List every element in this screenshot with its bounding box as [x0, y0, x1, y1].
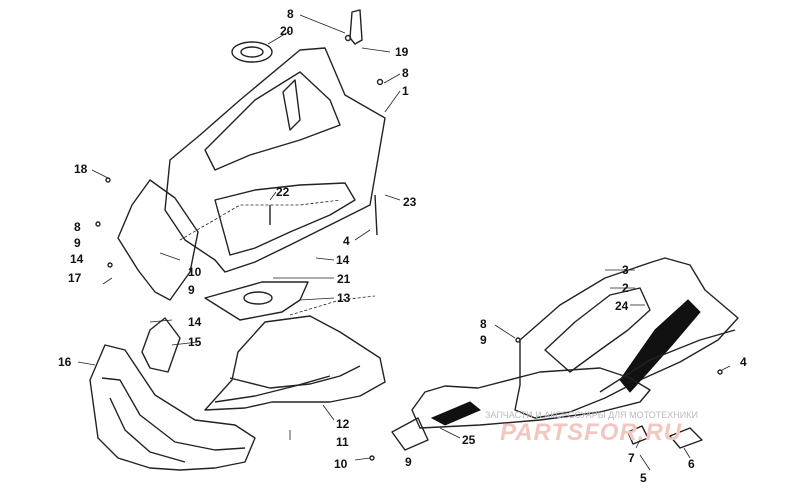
callout-label: 5 [640, 471, 647, 485]
callout-label: 25 [462, 433, 476, 447]
callout-label: 9 [480, 333, 487, 347]
fasteners [95, 34, 723, 461]
callout-label: 19 [395, 45, 409, 59]
callout-label: 17 [68, 271, 82, 285]
callout-label: 8 [480, 317, 487, 331]
callout-label: 6 [688, 457, 695, 471]
leader-lines [77, 14, 731, 471]
callout-label: 3 [622, 263, 629, 277]
ring-part [231, 41, 273, 63]
watermark: PARTSFOR.RU ЗАПЧАСТИ И АКСЕССУАРЫ ДЛЯ МО… [485, 410, 698, 446]
callout-label: 15 [188, 335, 202, 349]
callout-label: 2 [622, 281, 629, 295]
guard-part [141, 317, 181, 373]
callout-label: 14 [336, 253, 350, 267]
front-bumper-part [89, 344, 256, 471]
callout-label: 13 [337, 291, 351, 305]
callout-label: 1 [402, 84, 409, 98]
callout-label: 18 [74, 162, 88, 176]
callout-label: 7 [628, 451, 635, 465]
clip-part-7 [627, 425, 649, 445]
callout-label: 21 [337, 272, 351, 286]
callout-label: 23 [403, 195, 417, 209]
callout-label: 20 [280, 24, 294, 38]
callout-label: 9 [74, 236, 81, 250]
rear-rail-part [391, 367, 651, 451]
callout-label: 10 [188, 265, 202, 279]
belly-pan-part [204, 295, 386, 411]
callout-label: 11 [336, 435, 349, 449]
callout-label: 4 [343, 234, 350, 248]
watermark-logo: PARTSFOR.RU [500, 419, 682, 446]
illustration [77, 9, 739, 471]
upper-body-panel [164, 47, 386, 273]
callout-label: 10 [334, 457, 348, 471]
bracket-part [349, 9, 363, 45]
callout-label: 14 [188, 315, 202, 329]
callout-label: 24 [615, 299, 629, 313]
left-side-panel [117, 179, 199, 301]
callout-label: 8 [74, 220, 81, 234]
callout-label: 14 [70, 252, 84, 266]
clip-part-6 [669, 427, 703, 449]
callout-labels: 8 20 19 8 1 18 22 23 8 9 14 4 14 10 17 9… [58, 7, 747, 485]
callout-label: 9 [405, 455, 412, 469]
callout-label: 12 [336, 417, 350, 431]
watermark-caption: ЗАПЧАСТИ И АКСЕССУАРЫ ДЛЯ МОТОТЕХНИКИ [485, 410, 698, 420]
callout-label: 4 [740, 355, 747, 369]
callout-label: 16 [58, 355, 72, 369]
callout-label: 22 [276, 185, 290, 199]
callout-label: 9 [188, 283, 195, 297]
callout-label: 8 [287, 7, 294, 21]
callout-label: 8 [402, 66, 409, 80]
